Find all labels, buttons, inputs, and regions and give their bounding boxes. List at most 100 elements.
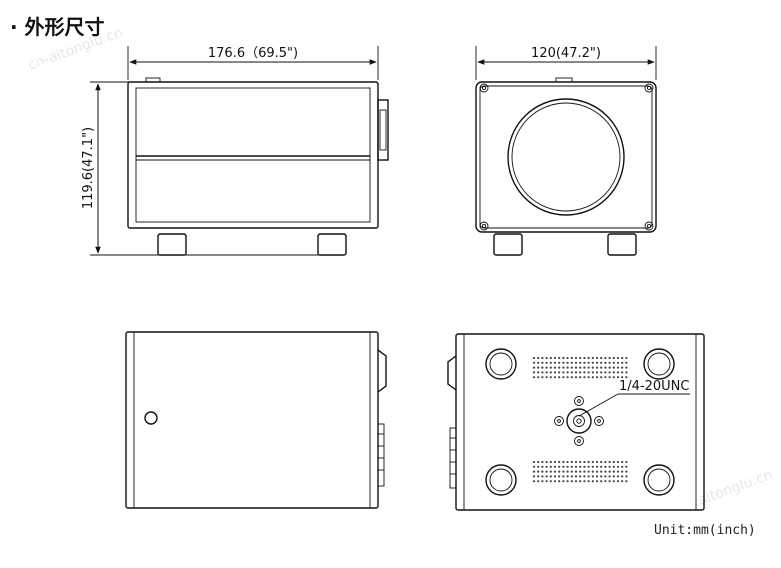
vent-hole — [579, 480, 582, 483]
vent-hole — [595, 480, 599, 483]
vent-hole — [549, 361, 552, 364]
vent-hole — [532, 460, 536, 464]
top-view — [125, 331, 387, 509]
vent-hole — [532, 470, 536, 473]
vent-hole — [583, 376, 586, 379]
vent-hole — [587, 371, 590, 374]
vent-hole — [570, 376, 573, 379]
vent-hole — [537, 460, 540, 464]
vent-hole — [562, 480, 565, 483]
vent-hole — [545, 470, 548, 473]
vent-hole — [545, 465, 548, 468]
vent-hole — [532, 475, 536, 478]
vent-hole — [587, 361, 590, 364]
vent-hole — [532, 371, 536, 374]
vent-hole — [612, 470, 615, 473]
vent-hole — [553, 361, 557, 364]
vent-hole — [579, 470, 582, 473]
mount-thread-callout: 1/4-20UNC — [619, 379, 689, 394]
vent-hole — [616, 371, 620, 374]
vent-hole — [612, 361, 615, 364]
vent-hole — [616, 356, 620, 360]
vent-hole — [558, 460, 561, 464]
vent-hole — [537, 366, 540, 369]
vent-hole — [600, 371, 603, 374]
vent-hole — [591, 465, 594, 468]
vent-hole — [541, 366, 544, 369]
vent-hole — [579, 475, 582, 478]
vent-hole — [621, 361, 624, 364]
vent-hole — [558, 371, 561, 374]
vent-hole — [549, 371, 552, 374]
vent-hole — [595, 366, 599, 369]
vent-hole — [570, 366, 573, 369]
vent-hole — [604, 465, 607, 468]
vent-hole — [574, 376, 578, 379]
vent-hole — [600, 465, 603, 468]
vent-hole — [549, 465, 552, 468]
vent-hole — [549, 470, 552, 473]
height-label: 119.6(47.1") — [81, 127, 96, 209]
vent-hole — [553, 356, 557, 360]
vent-hole — [574, 361, 578, 364]
vent-hole — [587, 480, 590, 483]
vent-hole — [570, 480, 573, 483]
vent-hole — [549, 475, 552, 478]
vent-hole — [532, 361, 536, 364]
vent-hole — [621, 465, 624, 468]
vent-hole — [553, 376, 557, 379]
vent-hole — [595, 460, 599, 464]
vent-hole — [604, 460, 607, 464]
unit-note: Unit:mm(inch) — [654, 523, 756, 538]
vent-hole — [574, 465, 578, 468]
vent-hole — [566, 371, 569, 374]
vent-hole — [549, 460, 552, 464]
vent-hole — [558, 361, 561, 364]
vent-hole — [558, 480, 561, 483]
vent-hole — [562, 470, 565, 473]
vent-hole — [549, 366, 552, 369]
vent-hole — [612, 480, 615, 483]
vent-hole — [608, 465, 611, 468]
vent-hole — [553, 465, 557, 468]
vent-hole — [616, 376, 620, 379]
vent-hole — [562, 371, 565, 374]
vent-hole — [616, 480, 620, 483]
vent-hole — [608, 356, 611, 360]
vent-hole — [587, 366, 590, 369]
vent-hole — [595, 371, 599, 374]
vent-hole — [583, 460, 586, 464]
vent-hole — [579, 366, 582, 369]
vent-hole — [545, 475, 548, 478]
vent-hole — [541, 361, 544, 364]
vent-hole — [583, 465, 586, 468]
vent-hole — [541, 470, 544, 473]
vent-hole — [591, 371, 594, 374]
vent-hole — [574, 470, 578, 473]
vent-hole — [566, 470, 569, 473]
vent-hole — [537, 475, 540, 478]
vent-hole — [587, 356, 590, 360]
vent-hole — [612, 465, 615, 468]
vent-hole — [625, 366, 628, 369]
vent-hole — [608, 475, 611, 478]
vent-hole — [574, 356, 578, 360]
vent-hole — [616, 465, 620, 468]
vent-hole — [591, 470, 594, 473]
vent-hole — [595, 470, 599, 473]
vent-hole — [612, 371, 615, 374]
vent-hole — [621, 356, 624, 360]
vent-hole — [600, 470, 603, 473]
page-title: · 外形尺寸 — [10, 15, 105, 39]
vent-hole — [595, 465, 599, 468]
front-width-label: 176.6（69.5") — [208, 46, 298, 61]
watermark-right: aitonglu.cn — [696, 467, 775, 509]
vent-hole — [545, 460, 548, 464]
vent-hole — [604, 480, 607, 483]
vent-hole — [541, 480, 544, 483]
vent-hole — [587, 465, 590, 468]
vent-hole — [537, 470, 540, 473]
vent-hole — [625, 465, 628, 468]
vent-hole — [608, 366, 611, 369]
vent-hole — [621, 376, 624, 379]
